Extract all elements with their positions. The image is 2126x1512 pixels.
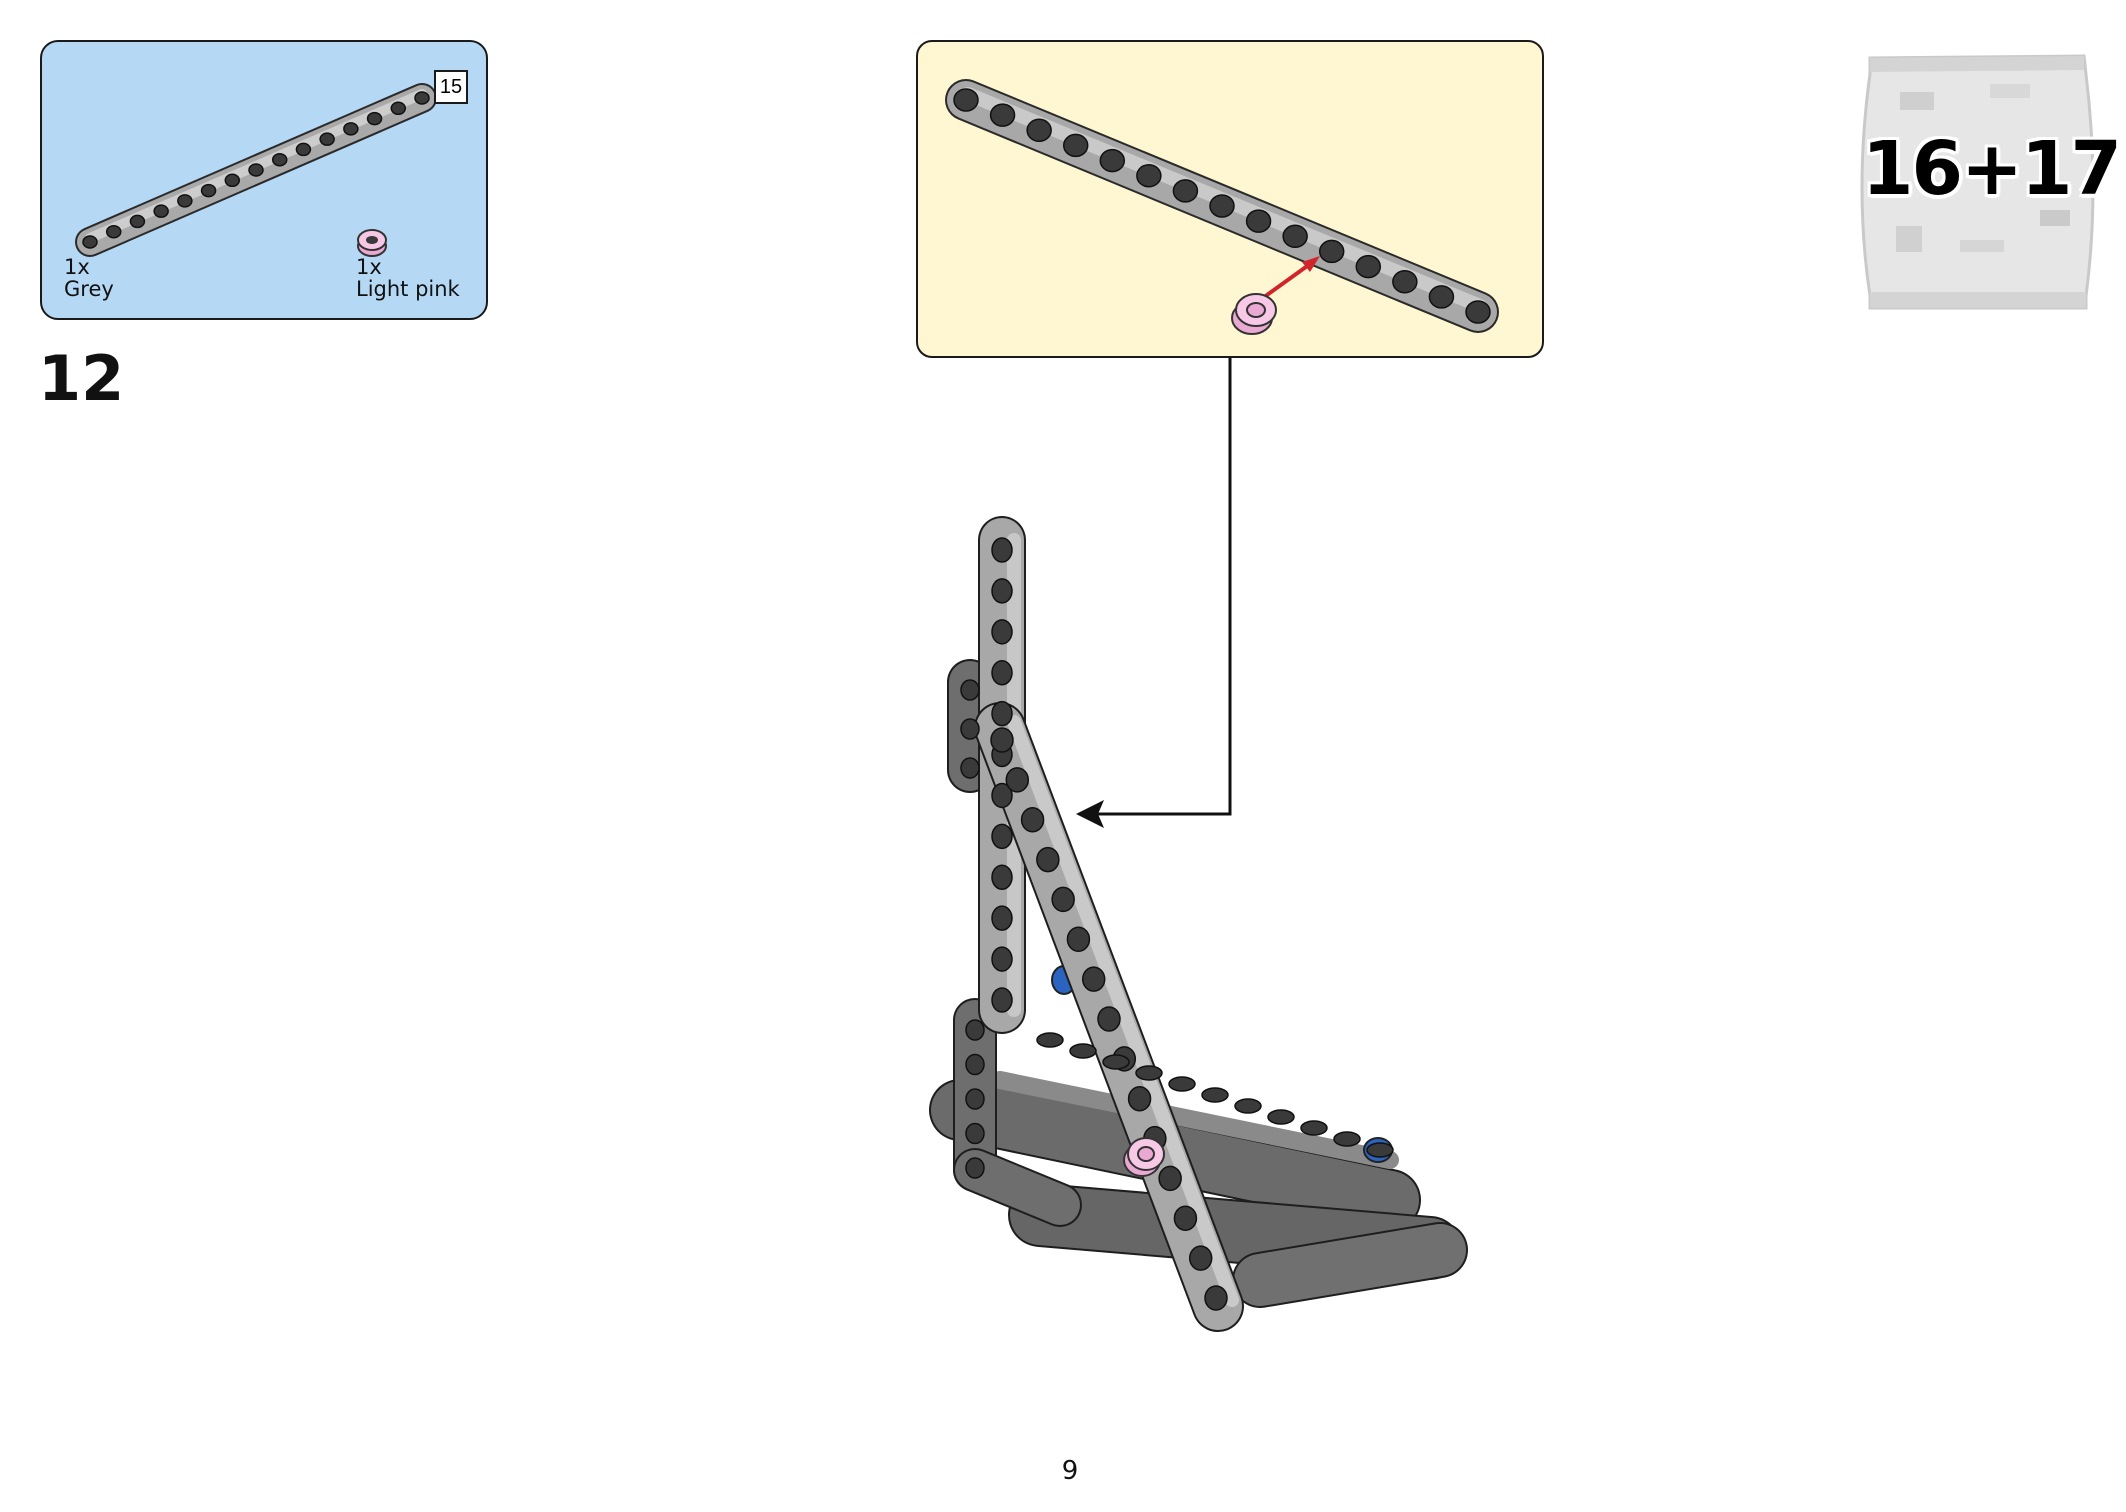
beam-hole: [366, 111, 383, 126]
beam-hole: [1102, 1054, 1130, 1070]
beam-hole: [1099, 148, 1126, 173]
beam-hole: [1069, 1043, 1097, 1059]
beam-hole: [1127, 1085, 1152, 1112]
beam-length-badge: 15: [434, 70, 468, 104]
beam-hole: [991, 864, 1013, 891]
beam-hole: [224, 173, 241, 188]
beam-hole: [989, 103, 1016, 127]
beam-hole: [965, 1053, 985, 1076]
beam-hole: [1097, 1006, 1121, 1032]
beam-hole: [1036, 846, 1060, 873]
beam-hole: [1026, 118, 1052, 143]
beam-hole: [991, 782, 1013, 809]
beam-hole: [1234, 1098, 1262, 1114]
beam-hole: [991, 700, 1013, 727]
beam-hole: [343, 122, 359, 136]
beam-hole: [960, 757, 980, 779]
light-pink-bush-icon: [357, 229, 387, 257]
grey-beam-15-icon: [75, 83, 437, 257]
beam-hole: [965, 1122, 985, 1145]
part-label-grey: 1x Grey: [64, 256, 114, 300]
beam-hole: [153, 204, 169, 218]
beam-hole: [248, 163, 264, 177]
beam-hole: [991, 578, 1013, 604]
beam-hole: [1267, 1109, 1295, 1125]
beam-hole: [105, 224, 122, 239]
beam-hole: [991, 905, 1013, 931]
beam-hole: [965, 1019, 985, 1041]
parts-illustrations: [75, 83, 437, 257]
beam-hole: [1168, 1076, 1196, 1092]
light-pink-bush-icon: [1231, 293, 1277, 335]
beam-hole: [1318, 239, 1345, 264]
beam-hole: [991, 946, 1013, 972]
beam-hole: [1355, 254, 1382, 279]
beam-hole: [1051, 886, 1075, 913]
beam-hole: [953, 88, 979, 112]
part-color: Grey: [64, 277, 114, 301]
beam-hole: [1465, 300, 1491, 324]
beam-hole: [1066, 926, 1091, 953]
beam-hole: [1201, 1087, 1229, 1103]
light-pink-bush-icon: [1123, 1137, 1165, 1177]
parts-bag-icon: [1860, 54, 2095, 310]
beam-hole: [1366, 1142, 1394, 1158]
beam-hole: [1005, 767, 1030, 793]
beam-hole: [965, 1157, 985, 1179]
beam-hole: [1173, 1205, 1198, 1232]
beam-hole: [1392, 269, 1418, 294]
beam-hole: [1204, 1285, 1228, 1311]
model-assembly: [929, 516, 1468, 1332]
page-number: 9: [1061, 1456, 1079, 1486]
beam-hole: [1209, 194, 1235, 218]
parts-list-box: 15 1x Grey 1x Light pink: [40, 40, 488, 320]
beam-hole: [1428, 285, 1455, 309]
beam-hole: [991, 823, 1013, 850]
beam-hole: [990, 727, 1014, 753]
beam-hole: [1062, 133, 1089, 158]
part-qty: 1x: [64, 255, 90, 279]
beam-hole: [1188, 1245, 1213, 1271]
beam-hole: [1081, 966, 1106, 992]
beam-hole: [1020, 806, 1045, 833]
beam-hole: [390, 101, 407, 116]
beam-hole: [129, 214, 146, 229]
beam-hole: [1245, 209, 1272, 233]
beam-hole: [295, 142, 312, 157]
beam-hole: [991, 619, 1013, 645]
beam-hole: [1136, 163, 1162, 188]
beam-hole: [177, 194, 193, 208]
beam-hole: [991, 987, 1013, 1013]
beam-hole: [1282, 224, 1308, 249]
part-label-light-pink: 1x Light pink: [356, 256, 460, 300]
beam-hole: [1036, 1032, 1064, 1048]
insertion-arrow-icon: [1258, 256, 1320, 302]
beam-hole: [1172, 179, 1199, 203]
beam-hole: [1333, 1131, 1361, 1147]
beam-hole: [960, 679, 980, 701]
beam-hole: [414, 91, 430, 105]
beam-hole: [991, 659, 1013, 686]
beam-hole: [1158, 1165, 1182, 1192]
step-number: 12: [38, 342, 125, 415]
beam-hole: [960, 718, 980, 740]
callout-box: [916, 40, 1544, 358]
beam-hole: [1135, 1065, 1163, 1081]
beam-hole: [991, 537, 1013, 563]
beam-hole: [965, 1088, 985, 1110]
callout-beam-icon: [945, 79, 1499, 333]
beam-hole: [1300, 1120, 1328, 1136]
part-color: Light pink: [356, 277, 460, 301]
bag-number-label: 16+17: [1862, 126, 2122, 212]
beam-hole: [319, 132, 335, 146]
beam-hole: [271, 152, 288, 167]
beam-hole: [200, 183, 217, 198]
callout-illustration: [945, 79, 1499, 335]
part-qty: 1x: [356, 255, 382, 279]
beam-hole: [82, 235, 98, 249]
